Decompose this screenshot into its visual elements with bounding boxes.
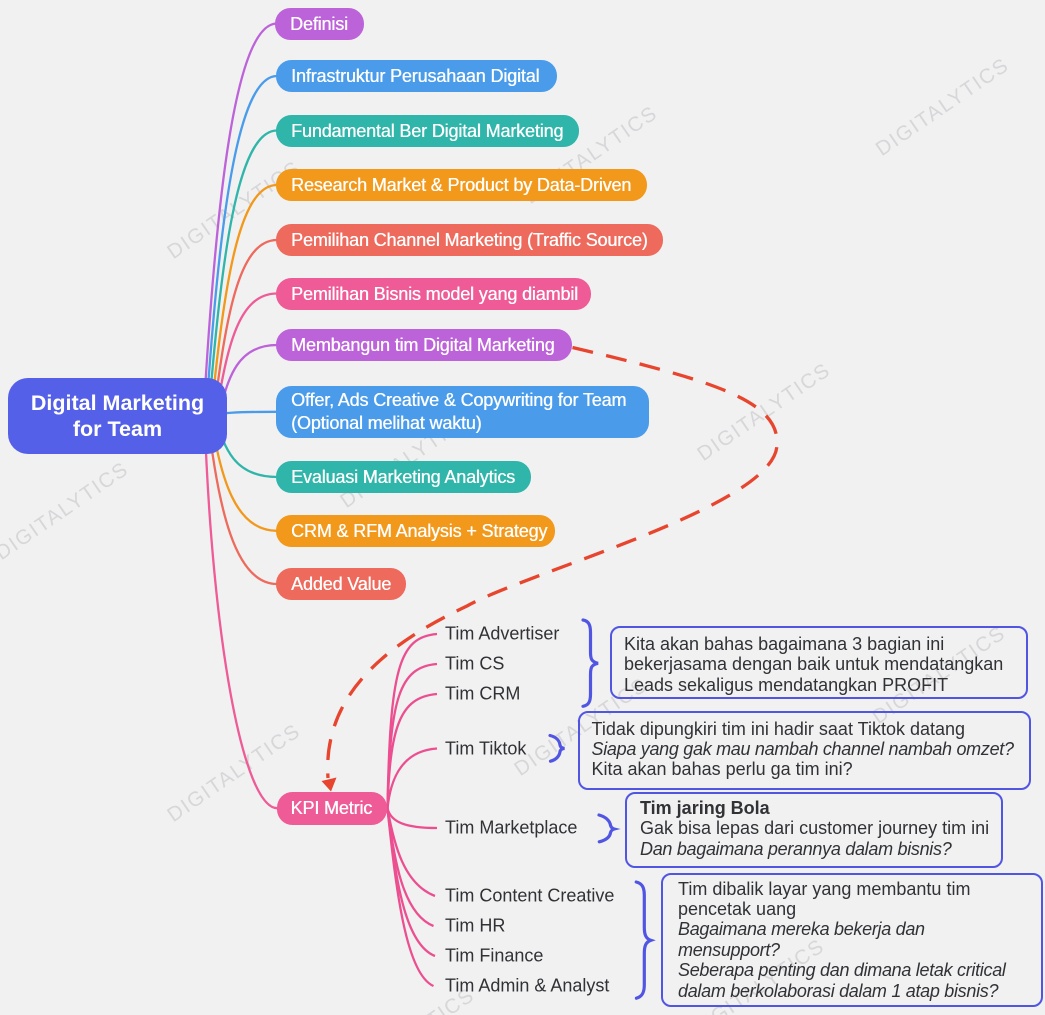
svg-text:DIGITALYTICS: DIGITALYTICS [693,358,835,465]
svg-text:DIGITALYTICS: DIGITALYTICS [872,53,1014,160]
svg-text:DIGITALYTICS: DIGITALYTICS [0,457,133,564]
